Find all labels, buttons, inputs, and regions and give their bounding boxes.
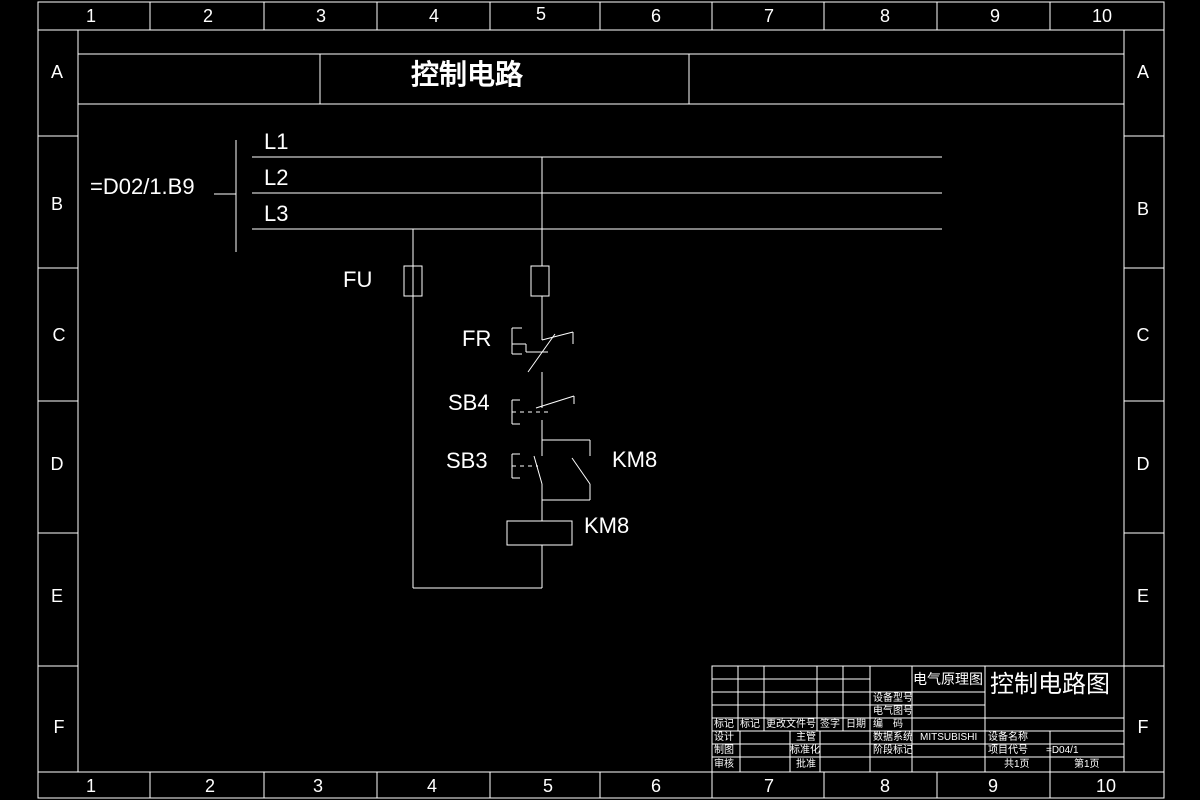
col-label: 10 xyxy=(1096,776,1116,796)
tb-rev-header: 标记 xyxy=(740,718,760,730)
tb-review: 审核 xyxy=(714,757,734,770)
col-label: 4 xyxy=(429,6,439,26)
row-label: C xyxy=(53,325,66,345)
page-title: 控制电路 xyxy=(411,59,524,90)
col-label: 1 xyxy=(86,776,96,796)
tb-standardization: 标准化 xyxy=(790,743,820,756)
stop-button-contact: SB4 xyxy=(448,390,575,440)
row-label: D xyxy=(1137,454,1150,474)
contactor-coil: KM8 xyxy=(506,500,629,588)
overload-relay-contact: FR xyxy=(462,296,574,394)
col-label: 9 xyxy=(990,6,1000,26)
source-reference: =D02/1.B9 xyxy=(90,174,195,199)
start-button-label: SB3 xyxy=(446,448,488,473)
start-button-contact: SB3 xyxy=(446,439,590,500)
tb-equipment-name-label: 设备名称 xyxy=(988,730,1028,743)
tb-rev-header: 更改文件号 xyxy=(766,717,816,730)
column-labels-top: 1 2 3 4 5 6 7 8 9 10 xyxy=(86,4,1112,26)
row-label: E xyxy=(51,586,63,606)
row-ruler-right xyxy=(1124,135,1164,667)
fuse-label: FU xyxy=(343,267,372,292)
col-label: 8 xyxy=(880,6,890,26)
row-label: A xyxy=(1137,62,1149,82)
phase-label-l1: L1 xyxy=(264,129,288,154)
tb-design: 设计 xyxy=(714,730,734,743)
row-label: C xyxy=(1137,325,1150,345)
overload-relay-label: FR xyxy=(462,326,491,351)
col-label: 2 xyxy=(205,776,215,796)
title-block: 电气原理图 控制电路图 设备型号 电气图号 标记 标记 更改文件号 签字 日期 … xyxy=(711,665,1125,773)
drawing-frame xyxy=(77,29,1125,773)
row-label: B xyxy=(51,194,63,214)
tb-sheets-total: 共1页 xyxy=(1004,758,1030,770)
col-label: 9 xyxy=(988,776,998,796)
col-label: 4 xyxy=(427,776,437,796)
col-label: 3 xyxy=(316,6,326,26)
col-label: 2 xyxy=(203,6,213,26)
row-ruler-left xyxy=(38,135,78,667)
phase-label-l2: L2 xyxy=(264,165,288,190)
row-label: B xyxy=(1137,199,1149,219)
phase-label-l3: L3 xyxy=(264,201,288,226)
column-ruler-bottom xyxy=(149,772,1051,798)
tb-supervisor: 主管 xyxy=(796,730,816,743)
tb-code-label: 编 码 xyxy=(873,717,903,730)
column-ruler-top xyxy=(149,2,1051,30)
col-label: 5 xyxy=(536,4,546,24)
row-label: F xyxy=(1138,717,1149,737)
col-label: 8 xyxy=(880,776,890,796)
row-label: A xyxy=(51,62,63,82)
stop-button-label: SB4 xyxy=(448,390,490,415)
column-labels-bottom: 1 2 3 4 5 6 7 8 9 10 xyxy=(86,776,1116,796)
tb-approval: 批准 xyxy=(796,757,816,770)
tb-rev-header: 日期 xyxy=(846,718,866,730)
row-labels-right: A B C D E F xyxy=(1137,62,1150,737)
col-label: 6 xyxy=(651,776,661,796)
col-label: 1 xyxy=(86,6,96,26)
col-label: 7 xyxy=(764,6,774,26)
aux-contact-label: KM8 xyxy=(612,447,657,472)
aux-contact: KM8 xyxy=(542,440,657,501)
tb-project-code-label: 项目代号 xyxy=(988,744,1028,756)
col-label: 6 xyxy=(651,6,661,26)
drawing-title: 控制电路图 xyxy=(990,671,1110,698)
power-bus: =D02/1.B9 L1 L2 L3 xyxy=(90,129,942,252)
row-labels-left: A B C D E F xyxy=(51,62,66,737)
fuse-right xyxy=(530,265,550,297)
tb-sheet-current: 第1页 xyxy=(1074,757,1100,770)
tb-equipment-model: 设备型号 xyxy=(873,691,913,704)
header-banner: 控制电路 xyxy=(78,53,1124,105)
col-label: 3 xyxy=(313,776,323,796)
fuse-symbols: FU xyxy=(343,265,550,297)
left-branch-wire xyxy=(412,229,542,589)
row-label: E xyxy=(1137,586,1149,606)
tb-data-system-label: 数据系统 xyxy=(873,730,913,743)
row-label: F xyxy=(54,717,65,737)
tb-rev-header: 签字 xyxy=(820,717,840,730)
fuse-left xyxy=(403,265,423,297)
coil-label: KM8 xyxy=(584,513,629,538)
tb-data-system: MITSUBISHI xyxy=(920,732,977,743)
tb-drawing: 制图 xyxy=(714,743,734,756)
tb-stage-mark-label: 阶段标记 xyxy=(873,743,913,756)
tb-electrical-no: 电气图号 xyxy=(873,704,913,717)
row-label: D xyxy=(51,454,64,474)
tb-project-code: =D04/1 xyxy=(1046,745,1079,756)
coil-symbol xyxy=(506,520,573,546)
col-label: 5 xyxy=(543,776,553,796)
inner-frame-h xyxy=(37,29,1165,773)
diagram-kind: 电气原理图 xyxy=(913,671,983,687)
tb-rev-header: 标记 xyxy=(714,718,734,730)
col-label: 10 xyxy=(1092,6,1112,26)
col-label: 7 xyxy=(764,776,774,796)
